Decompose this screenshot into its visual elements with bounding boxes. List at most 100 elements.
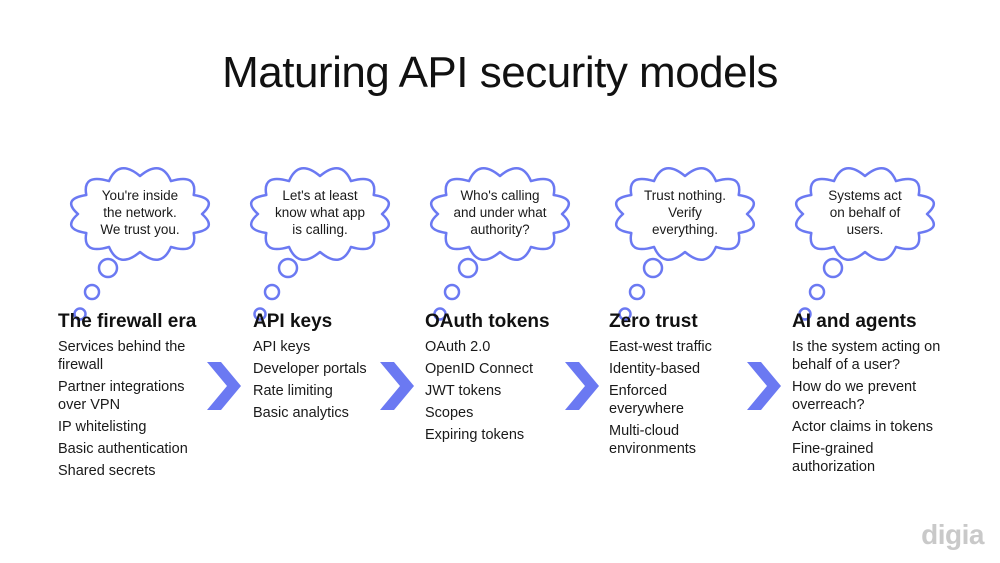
- stage-item: How do we prevent overreach?: [792, 378, 967, 414]
- stage-item-line: East-west traffic: [609, 339, 712, 355]
- stage-item-line: OAuth 2.0: [425, 339, 491, 355]
- stage-item-line: behalf of a user?: [792, 357, 901, 373]
- stage-item-line: Fine-grained: [792, 441, 874, 457]
- stage-item-line: Scopes: [425, 405, 474, 421]
- stage-item-line: OpenID Connect: [425, 361, 534, 377]
- thought-cloud: Who's calling and under what authority?: [429, 167, 571, 321]
- stage-heading: Zero trust: [609, 311, 698, 332]
- stage-item: Developer portals: [253, 360, 428, 378]
- stage-item: Identity-based: [609, 360, 784, 378]
- thought-cloud: Let's at least know what app is calling.: [249, 167, 391, 321]
- thought-line: Who's calling: [460, 188, 540, 203]
- stage-item: JWT tokens: [425, 382, 600, 400]
- thought-cloud-icon: [429, 167, 571, 321]
- thought-line: users.: [846, 222, 884, 237]
- stage-item-line: JWT tokens: [425, 383, 502, 399]
- stage-heading: The firewall era: [58, 311, 197, 332]
- thought-bubble: [642, 257, 664, 279]
- thought-cloud: Systems act on behalf of users.: [794, 167, 936, 321]
- stage-heading: AI and agents: [792, 311, 917, 332]
- stage-item-line: over VPN: [58, 397, 121, 413]
- stage-item-line: everywhere: [609, 401, 684, 417]
- stage-item: Services behind the firewall: [58, 338, 233, 374]
- chevron-right-icon: [565, 362, 599, 410]
- thought-bubble: [277, 257, 299, 279]
- stage-item: Fine-grained authorization: [792, 440, 967, 476]
- thought-bubble: [618, 307, 632, 321]
- thought-line: You're inside: [101, 188, 179, 203]
- thought-text: Let's at least know what app is calling.: [250, 187, 390, 238]
- thought-bubble: [808, 283, 826, 301]
- stage-item-line: Is the system acting on: [792, 339, 941, 355]
- stage-item: IP whitelisting: [58, 418, 233, 436]
- thought-bubble: [822, 257, 844, 279]
- thought-bubble: [798, 307, 812, 321]
- stage-item: Is the system acting on behalf of a user?: [792, 338, 967, 374]
- stage-item: Basic analytics: [253, 404, 428, 422]
- stage-item-line: Basic authentication: [58, 441, 188, 457]
- thought-bubble: [433, 307, 447, 321]
- thought-line: Verify: [668, 205, 702, 220]
- thought-cloud: You're inside the network. We trust you.: [69, 167, 211, 321]
- thought-line: is calling.: [292, 222, 348, 237]
- thought-line: Let's at least: [282, 188, 358, 203]
- stage-items: Is the system acting on behalf of a user?…: [792, 338, 967, 480]
- stage-item-line: overreach?: [792, 397, 865, 413]
- thought-line: Trust nothing.: [643, 188, 727, 203]
- thought-cloud-icon: [249, 167, 391, 321]
- stage-item-line: Basic analytics: [253, 405, 349, 421]
- stage-heading: OAuth tokens: [425, 311, 550, 332]
- stage-item-line: API keys: [253, 339, 311, 355]
- stage-item-line: firewall: [58, 357, 104, 373]
- stage-item-line: How do we prevent: [792, 379, 917, 395]
- thought-text: Who's calling and under what authority?: [430, 187, 570, 238]
- stage-item-line: Rate limiting: [253, 383, 333, 399]
- thought-line: know what app: [274, 205, 366, 220]
- thought-cloud-icon: [794, 167, 936, 321]
- thought-bubble: [628, 283, 646, 301]
- thought-bubble: [83, 283, 101, 301]
- thought-text: Systems act on behalf of users.: [795, 187, 935, 238]
- stage-item: Rate limiting: [253, 382, 428, 400]
- stage-item: Scopes: [425, 404, 600, 422]
- stage-item-line: Actor claims in tokens: [792, 419, 934, 435]
- stage-item: Basic authentication: [58, 440, 233, 458]
- thought-cloud-icon: [69, 167, 211, 321]
- thought-line: We trust you.: [100, 222, 180, 237]
- thought-text: You're inside the network. We trust you.: [70, 187, 210, 238]
- chevron-right-icon: [380, 362, 414, 410]
- thought-cloud-icon: [614, 167, 756, 321]
- stage-item: Actor claims in tokens: [792, 418, 967, 436]
- thought-bubble: [73, 307, 87, 321]
- page-title: Maturing API security models: [222, 48, 778, 97]
- stage-item-line: Enforced: [609, 383, 668, 399]
- thought-line: Systems act: [828, 188, 902, 203]
- stage-item-line: Multi-cloud: [609, 423, 680, 439]
- stage-item-line: authorization: [792, 459, 876, 475]
- thought-line: and under what: [453, 205, 547, 220]
- stage-item-line: Identity-based: [609, 361, 701, 377]
- stage-item-line: Shared secrets: [58, 463, 156, 479]
- stage-item-line: Services behind the: [58, 339, 186, 355]
- stage-heading: API keys: [253, 311, 333, 332]
- thought-bubble: [97, 257, 119, 279]
- thought-line: on behalf of: [829, 205, 901, 220]
- stage-item: OpenID Connect: [425, 360, 600, 378]
- stage-item: OAuth 2.0: [425, 338, 600, 356]
- stage-item: API keys: [253, 338, 428, 356]
- stage-item: East-west traffic: [609, 338, 784, 356]
- thought-bubble: [443, 283, 461, 301]
- stage-item: Shared secrets: [58, 462, 233, 480]
- stage-item-line: Expiring tokens: [425, 427, 525, 443]
- stage-item-line: Partner integrations: [58, 379, 185, 395]
- thought-line: authority?: [470, 222, 530, 237]
- stage-item: Expiring tokens: [425, 426, 600, 444]
- stage-item: Enforced everywhere: [609, 382, 784, 418]
- thought-line: the network.: [103, 205, 177, 220]
- thought-bubble: [253, 307, 267, 321]
